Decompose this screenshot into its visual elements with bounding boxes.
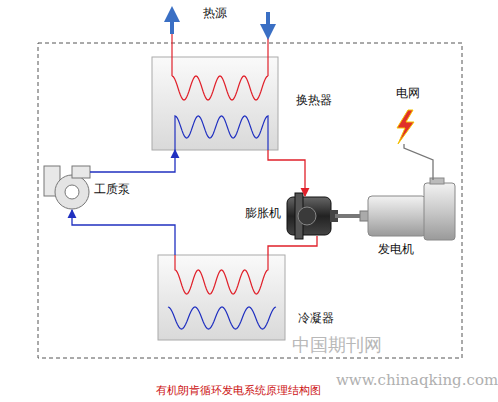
generator-symbol <box>360 178 455 240</box>
node-label: 膨胀机 <box>245 206 281 220</box>
heat-exchanger-body <box>152 57 278 150</box>
watermark: www.chinaqking.com <box>336 371 498 389</box>
coil <box>172 76 268 100</box>
pipe-connector <box>90 150 175 172</box>
node-label: 冷凝器 <box>298 311 334 325</box>
generator: 发电机 <box>358 180 455 240</box>
caption: 有机朗肯循环发电系统原理结构图 <box>156 384 321 397</box>
pump-symbol <box>44 166 90 209</box>
expander-symbol <box>287 193 338 239</box>
pipe-connector <box>72 210 175 255</box>
grid: 电网 <box>388 86 428 144</box>
node-label: 发电机 <box>378 242 414 256</box>
heat-exchanger: 换热器 <box>152 57 278 150</box>
lightning-symbol <box>397 110 414 144</box>
pipe-connector <box>335 214 360 218</box>
expander: 膨胀机 <box>287 196 335 236</box>
pipe-connector <box>268 150 305 196</box>
pipe-connector <box>404 144 433 180</box>
node-label: 换热器 <box>296 93 332 107</box>
node-label: 电网 <box>396 86 420 100</box>
flow-arrow <box>266 12 270 32</box>
watermark: 中国期刊网 <box>292 334 382 356</box>
flow-arrow <box>170 14 174 34</box>
pipe-connector <box>268 236 317 255</box>
pump: 工质泵 <box>42 166 90 210</box>
coil <box>168 307 276 329</box>
coil <box>175 116 268 150</box>
node-label: 工质泵 <box>94 182 130 196</box>
condenser-body <box>158 255 285 340</box>
heat-source-label: 热源 <box>203 6 227 20</box>
system-boundary <box>38 43 462 358</box>
coils <box>168 76 276 329</box>
coil <box>175 255 268 294</box>
condenser: 冷凝器 <box>158 255 285 340</box>
